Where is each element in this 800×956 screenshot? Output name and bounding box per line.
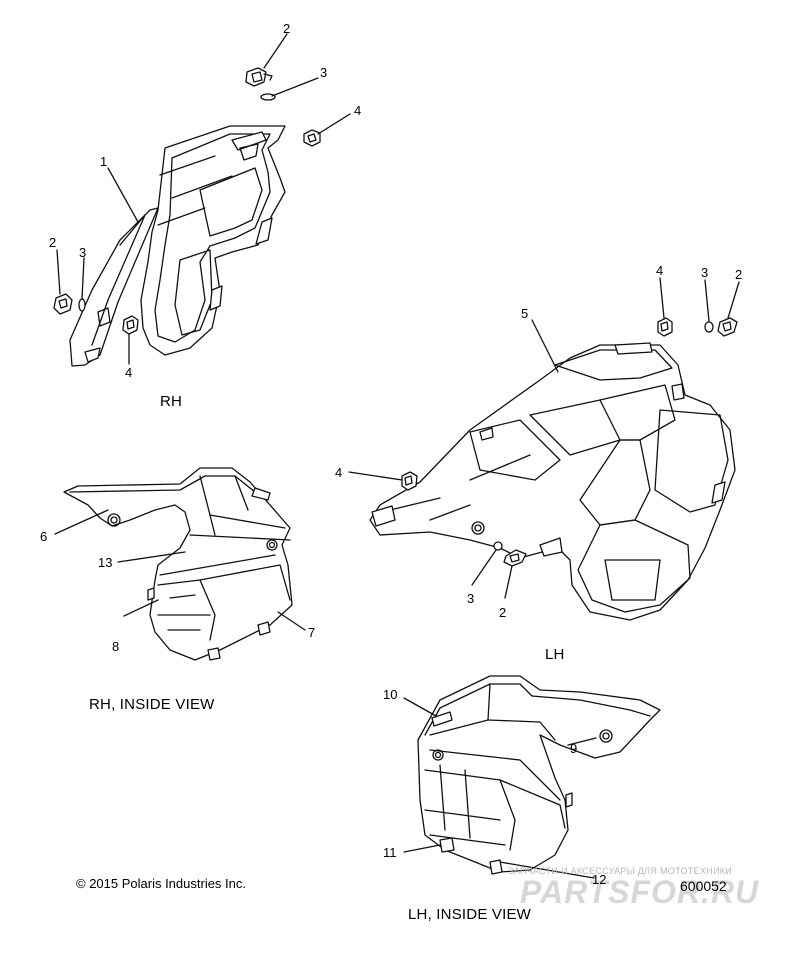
rh-left-washer-3 <box>78 298 86 312</box>
rh-top-fastener-2 <box>245 67 273 87</box>
lh-bottom-fastener-2 <box>503 549 527 567</box>
callout-3-rh-top: 3 <box>320 65 328 80</box>
lh-inside-panel <box>417 675 661 875</box>
callout-9: 9 <box>570 741 578 756</box>
rh-left-nut-4 <box>122 315 139 335</box>
callout-8: 8 <box>112 639 120 654</box>
callout-7: 7 <box>308 625 316 640</box>
callout-2-lh-top: 2 <box>735 267 743 282</box>
callout-4-lh-top: 4 <box>656 263 664 278</box>
rh-inside-panel <box>63 467 293 661</box>
rh-side-panel <box>69 125 286 367</box>
callout-3-lh-top: 3 <box>701 265 709 280</box>
lh-top-washer-3 <box>704 321 714 333</box>
view-label-rh: RH <box>160 393 183 410</box>
lh-top-fastener-2 <box>717 317 738 337</box>
callout-12: 12 <box>592 872 607 887</box>
callout-4-rh-top: 4 <box>354 103 362 118</box>
lh-side-panel <box>369 342 736 621</box>
watermark-logo: PARTSFOR.RU <box>520 874 760 910</box>
callout-2-rh-left: 2 <box>49 235 57 250</box>
callout-6: 6 <box>40 529 48 544</box>
callout-11: 11 <box>383 845 397 860</box>
callout-2-rh-top: 2 <box>283 21 291 36</box>
callout-3-rh-left: 3 <box>79 245 87 260</box>
watermark-tagline: ЗАПЧАСТИ И АКСЕССУАРЫ ДЛЯ МОТОТЕХНИКИ <box>508 866 733 876</box>
view-label-rh-inside: RH, INSIDE VIEW <box>89 696 215 713</box>
diagram-number: 600052 <box>680 878 727 894</box>
rh-top-washer-3 <box>260 93 276 101</box>
callout-5: 5 <box>521 306 529 321</box>
lh-top-nut-4 <box>657 317 673 337</box>
view-label-lh-inside: LH, INSIDE VIEW <box>408 906 532 923</box>
callout-13: 13 <box>98 555 113 570</box>
rh-left-fastener-2 <box>53 293 73 315</box>
callout-4-rh-left: 4 <box>125 365 133 380</box>
lh-left-nut-4 <box>401 471 418 491</box>
callout-1: 1 <box>100 154 108 169</box>
callout-4-lh-left: 4 <box>335 465 343 480</box>
callout-2-lh-bottom: 2 <box>499 605 507 620</box>
callout-3-lh-bottom: 3 <box>467 591 475 606</box>
rh-top-nut-4 <box>303 129 321 147</box>
copyright-notice: © 2015 Polaris Industries Inc. <box>76 876 246 891</box>
view-label-lh: LH <box>545 646 565 663</box>
lh-bottom-washer-3 <box>493 541 503 551</box>
callout-10: 10 <box>383 687 398 702</box>
